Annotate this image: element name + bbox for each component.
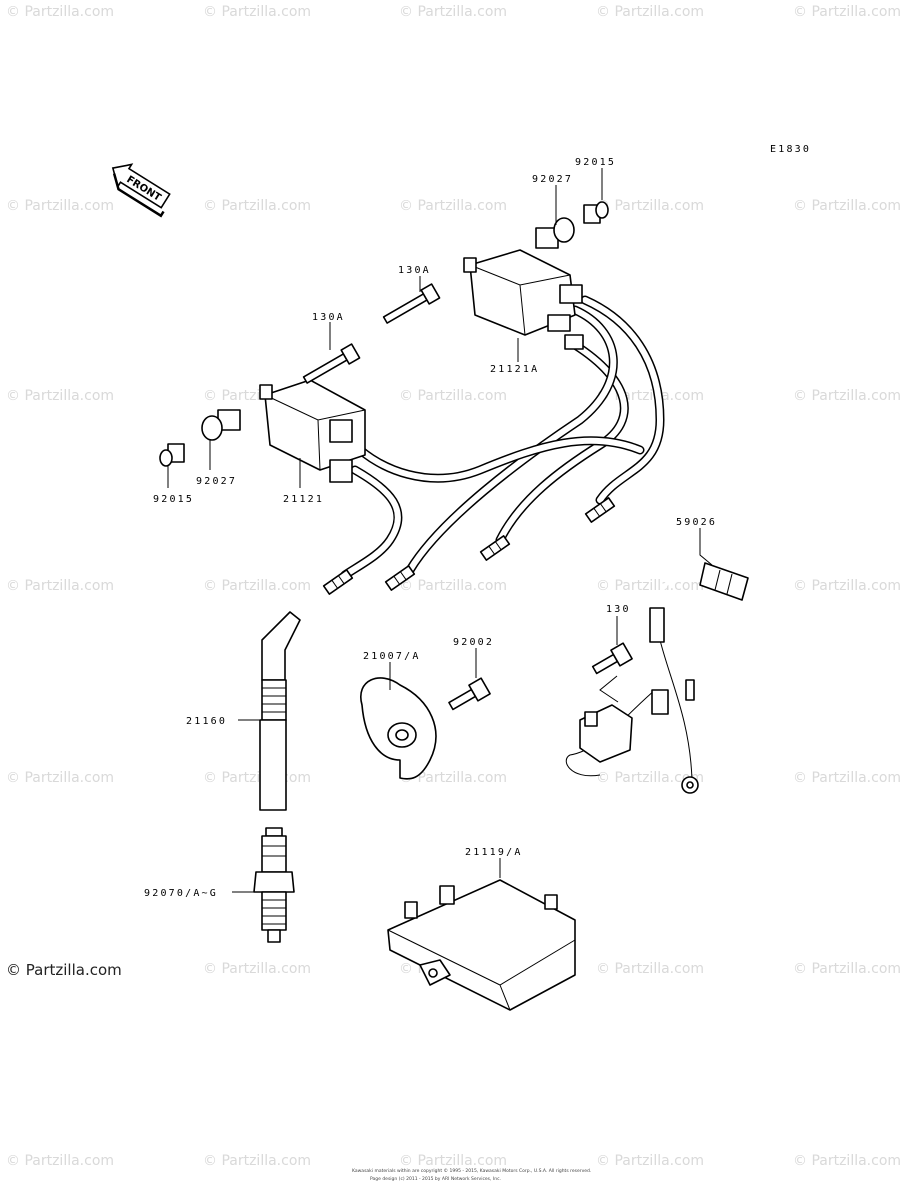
watermark: © Partzilla.com	[596, 388, 704, 404]
bolt-130a-upper	[382, 283, 441, 324]
watermark: © Partzilla.com	[6, 578, 114, 594]
watermark: © Partzilla.com	[203, 1153, 311, 1169]
bushing-92015-top	[583, 201, 609, 224]
watermark: © Partzilla.com	[793, 198, 901, 214]
watermark: © Partzilla.com	[596, 770, 704, 786]
watermark: © Partzilla.com	[203, 578, 311, 594]
part-label[interactable]: 92015	[575, 157, 616, 168]
leader-lines	[167, 168, 713, 893]
watermark: © Partzilla.com	[6, 770, 114, 786]
plug-lead-ends	[322, 497, 616, 595]
watermark: © Partzilla.com	[6, 198, 114, 214]
watermark: © Partzilla.com	[203, 961, 311, 977]
watermark: © Partzilla.com	[793, 961, 901, 977]
part-label[interactable]: 130	[606, 604, 631, 615]
bolt-130a-lower	[302, 343, 361, 384]
ignition-coil-upper	[463, 249, 584, 350]
watermark: © Partzilla.com	[596, 961, 704, 977]
watermark: © Partzilla.com	[596, 1153, 704, 1169]
front-arrow-icon: FRONT	[111, 163, 171, 218]
ignition-coil-lower	[259, 379, 366, 483]
timing-rotor	[360, 677, 437, 780]
watermark: © Partzilla.com	[793, 1153, 901, 1169]
bushing-92015-left	[159, 443, 185, 467]
part-labels: 92015 92027 130A 130A 21121A 92027 92015…	[144, 157, 717, 899]
part-label[interactable]: 21121	[283, 494, 324, 505]
part-label[interactable]: 21119/A	[465, 847, 523, 858]
watermark: © Partzilla.com	[6, 4, 114, 20]
part-label[interactable]: 92015	[153, 494, 194, 505]
watermark: © Partzilla.com	[793, 4, 901, 20]
bolt-130	[591, 642, 633, 675]
watermark: © Partzilla.com	[399, 198, 507, 214]
watermark: © Partzilla.com	[399, 1153, 507, 1169]
collar-92027-top	[535, 217, 575, 249]
watermark-main: © Partzilla.com	[6, 961, 122, 979]
pickup-coil-harness	[565, 562, 749, 794]
part-label[interactable]: 21121A	[490, 364, 539, 375]
collar-92027-left	[201, 409, 241, 441]
copyright-text: Kawasaki materials within are copyright …	[352, 1167, 591, 1174]
part-label[interactable]: 92002	[453, 637, 494, 648]
part-label[interactable]: 92027	[532, 174, 573, 185]
copyright-text-2: Page design (c) 2011 - 2015 by ARI Netwo…	[370, 1176, 501, 1182]
spark-plug-cap	[259, 611, 301, 811]
watermark: © Partzilla.com	[793, 578, 901, 594]
watermark: © Partzilla.com	[399, 578, 507, 594]
watermark: © Partzilla.com	[793, 770, 901, 786]
watermark: © Partzilla.com	[596, 198, 704, 214]
watermark: © Partzilla.com	[399, 770, 507, 786]
bolt-92002	[448, 677, 491, 711]
ignition-wires	[340, 295, 665, 580]
part-label[interactable]: 92070/A~G	[144, 888, 218, 899]
watermark: © Partzilla.com	[203, 198, 311, 214]
watermark: © Partzilla.com	[203, 4, 311, 20]
ic-igniter	[387, 879, 576, 1011]
watermark: © Partzilla.com	[203, 770, 311, 786]
watermark: © Partzilla.com	[6, 388, 114, 404]
watermark: © Partzilla.com	[399, 4, 507, 20]
part-label[interactable]: 21160	[186, 716, 227, 727]
part-label[interactable]: 130A	[398, 265, 431, 276]
diagram-code: E1830	[770, 144, 811, 155]
part-label[interactable]: 59026	[676, 517, 717, 528]
watermark: © Partzilla.com	[596, 4, 704, 20]
part-label[interactable]: 21007/A	[363, 651, 421, 662]
spark-plug	[253, 827, 295, 943]
watermark: © Partzilla.com	[6, 1153, 114, 1169]
watermark: © Partzilla.com	[793, 388, 901, 404]
watermark: © Partzilla.com	[399, 388, 507, 404]
part-label[interactable]: 130A	[312, 312, 345, 323]
watermark: © Partzilla.com	[596, 578, 704, 594]
part-label[interactable]: 92027	[196, 476, 237, 487]
